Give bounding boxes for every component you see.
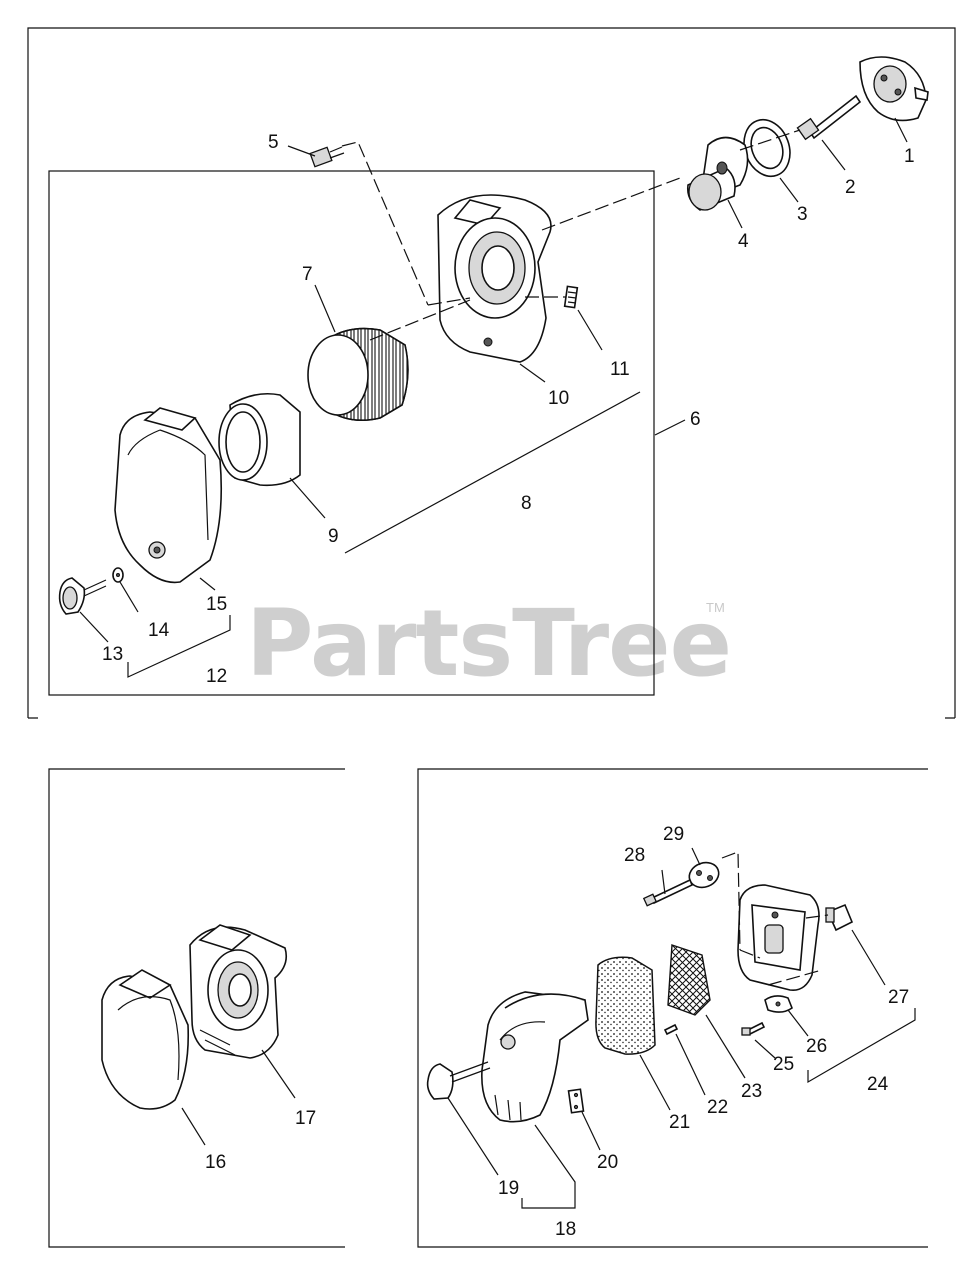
callout-12: 12 [206,666,227,687]
callout-8: 8 [521,493,532,514]
callout-21: 21 [669,1112,690,1133]
part-small-screw [741,1021,766,1036]
watermark: PartsTree TM [246,590,732,697]
callout-25: 25 [773,1054,794,1075]
watermark-text: PartsTree [246,590,731,697]
part-mesh-screen [667,944,711,1016]
callout-1: 1 [904,146,915,167]
leader-lines-bottom-right [447,847,916,1209]
alignment-lines-top [341,129,801,341]
callout-4: 4 [738,231,749,252]
callout-2: 2 [845,177,856,198]
callout-28: 28 [624,845,645,866]
part-alt-cover [101,969,190,1110]
callout-5: 5 [268,132,279,153]
part-prefilter-sleeve [218,392,301,487]
part-washer [112,567,124,583]
part-tag [567,1088,585,1114]
callout-20: 20 [597,1152,618,1173]
callout-13: 13 [102,644,123,665]
callout-labels: 1 2 3 4 5 6 7 8 9 10 11 12 13 14 15 16 1… [102,132,915,1240]
callout-16: 16 [205,1152,226,1173]
callout-17: 17 [295,1108,316,1129]
callout-9: 9 [328,526,339,547]
bottom-left-frame [48,768,345,1248]
part-alt-cover-assembly [481,991,589,1123]
part-gasket-ring [743,118,791,178]
part-rotor-plate [859,56,929,122]
part-housing [737,884,820,992]
part-plate [688,861,720,889]
callout-15: 15 [206,594,227,615]
alignment-lines-bottom-right [721,851,829,986]
leader-lines-bottom-left [181,1049,296,1146]
part-adapter [686,136,749,211]
callout-7: 7 [302,264,313,285]
part-alt-case [189,924,288,1059]
callout-11: 11 [610,359,630,380]
part-screw [309,146,345,168]
callout-26: 26 [806,1036,827,1057]
part-label [563,285,579,309]
callout-27: 27 [888,987,909,1008]
callout-14: 14 [148,620,170,641]
part-fitting [825,903,854,932]
part-bracket [764,995,793,1013]
part-case [437,194,552,363]
callout-6: 6 [690,409,701,430]
part-cover [114,407,223,584]
callout-10: 10 [548,388,569,409]
callout-24: 24 [867,1074,889,1095]
bottom-right-frame [417,768,928,1248]
callout-22: 22 [707,1097,728,1118]
callout-29: 29 [663,824,684,845]
part-foam-filter [595,956,656,1055]
callout-19: 19 [498,1178,519,1199]
part-long-screw [642,878,694,907]
leader-lines-top [79,117,908,678]
part-pin [663,1023,679,1036]
top-section-frame [27,27,956,719]
watermark-trademark: TM [706,600,725,615]
part-bolt [796,94,862,141]
callout-3: 3 [797,204,808,225]
callout-23: 23 [741,1081,762,1102]
callout-18: 18 [555,1219,576,1240]
part-alt-knob [426,1061,491,1100]
part-element [307,327,409,421]
part-knob [58,577,107,615]
